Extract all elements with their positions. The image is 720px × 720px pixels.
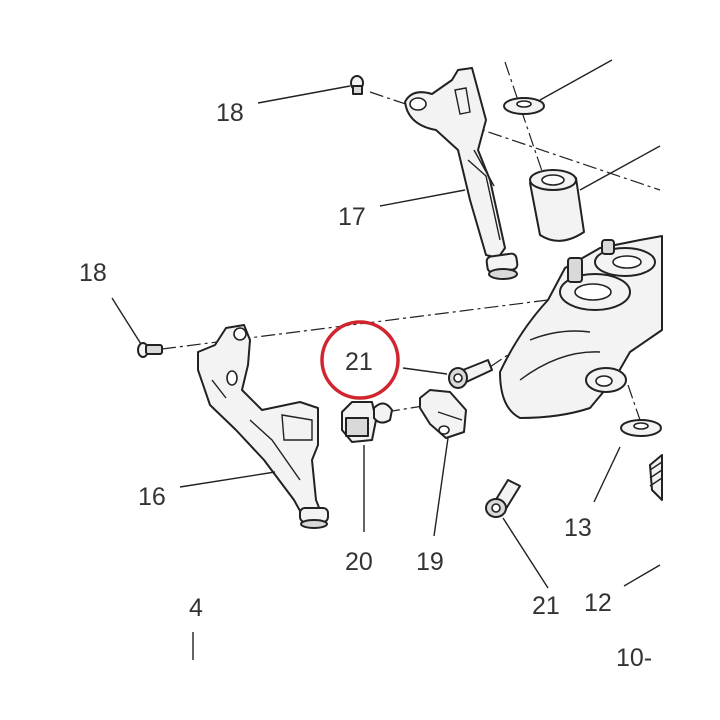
callout-19: 19 [416, 548, 444, 576]
bolt-21-lower [485, 479, 521, 518]
axis-line [161, 299, 549, 350]
axis-line [504, 61, 546, 181]
triple-clamp [499, 235, 663, 419]
callout-20: 20 [345, 548, 373, 576]
screw-18-top [350, 75, 364, 95]
screw-18-left [137, 342, 163, 358]
axis-line [627, 384, 641, 421]
spring-12 [649, 454, 663, 501]
highlight-circle [320, 320, 400, 400]
bracket-17 [404, 67, 519, 280]
bracket-16 [197, 324, 329, 529]
callout-16: 16 [138, 483, 166, 511]
callout-17: 17 [338, 203, 366, 231]
leader-lines [111, 59, 661, 660]
callout-labels: 18 17 18 21 16 20 19 13 21 12 4 10- [79, 99, 652, 672]
callout-13: 13 [564, 514, 592, 542]
callout-18-left: 18 [79, 259, 107, 287]
washer-13 [620, 419, 662, 437]
callout-4: 4 [189, 594, 203, 622]
part-19 [419, 389, 467, 439]
washer-top [503, 97, 545, 115]
callout-12: 12 [584, 589, 612, 617]
callout-10: 10- [616, 644, 652, 672]
callout-18-top: 18 [216, 99, 244, 127]
bolt-21-upper [448, 359, 493, 389]
bushing [529, 169, 585, 242]
part-20 [341, 401, 393, 443]
callout-21-lower: 21 [532, 592, 560, 620]
callout-21-highlighted: 21 [345, 348, 373, 376]
